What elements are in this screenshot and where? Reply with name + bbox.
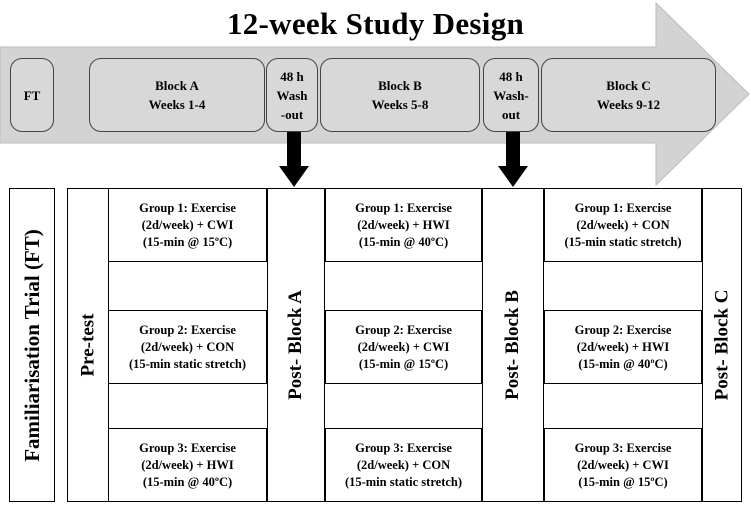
block-c-weeks: Weeks 9-12 [596, 97, 661, 112]
phase-washout-2: 48 h Wash- out [483, 58, 539, 132]
block-c-group-1: Group 1: Exercise (2d/week) + CON (15-mi… [544, 188, 702, 262]
block-b-weeks: Weeks 5-8 [371, 97, 429, 112]
block-a-group-3: Group 3: Exercise (2d/week) + HWI (15-mi… [108, 428, 267, 502]
block-c-group-3: Group 3: Exercise (2d/week) + CWI (15-mi… [544, 428, 702, 502]
block-b-group-1: Group 1: Exercise (2d/week) + HWI (15-mi… [325, 188, 482, 262]
post-block-c-box: Post- Block C [702, 188, 742, 502]
familiarisation-trial-label: Familiarisation Trial (FT) [19, 228, 44, 462]
block-a-group-1: Group 1: Exercise (2d/week) + CWI (15-mi… [108, 188, 267, 262]
phase-block-b: Block B Weeks 5-8 [320, 58, 480, 132]
familiarisation-trial-box: Familiarisation Trial (FT) [9, 188, 55, 502]
phase-washout-1: 48 h Wash -out [266, 58, 318, 132]
phase-block-c: Block C Weeks 9-12 [541, 58, 716, 132]
page-title: 12-week Study Design [226, 6, 525, 41]
block-b-name: Block B [378, 78, 422, 93]
washout-1-label: 48 h Wash -out [276, 68, 308, 122]
post-block-c-label: Post- Block C [711, 289, 733, 401]
phase-ft-label: FT [23, 87, 41, 103]
post-block-b-box: Post- Block B [482, 188, 544, 502]
post-block-b-label: Post- Block B [502, 290, 523, 400]
pretest-label: Pre-test [77, 313, 98, 377]
phase-block-a: Block A Weeks 1-4 [89, 58, 265, 132]
down-arrow-2 [498, 131, 528, 187]
down-arrow-1 [279, 131, 309, 187]
block-b-group-2: Group 2: Exercise (2d/week) + CWI (15-mi… [325, 310, 482, 384]
washout-2-label: 48 h Wash- out [493, 68, 529, 122]
block-a-group-2: Group 2: Exercise (2d/week) + CON (15-mi… [108, 310, 267, 384]
block-a-name: Block A [155, 78, 199, 93]
post-block-a-label: Post- Block A [285, 290, 306, 400]
pretest-column: Pre-test [68, 189, 108, 501]
block-c-name: Block C [606, 78, 651, 93]
phase-ft: FT [10, 58, 54, 132]
block-b-group-3: Group 3: Exercise (2d/week) + CON (15-mi… [325, 428, 482, 502]
block-a-weeks: Weeks 1-4 [148, 97, 206, 112]
post-block-a-box: Post- Block A [267, 188, 325, 502]
block-c-group-2: Group 2: Exercise (2d/week) + HWI (15-mi… [544, 310, 702, 384]
